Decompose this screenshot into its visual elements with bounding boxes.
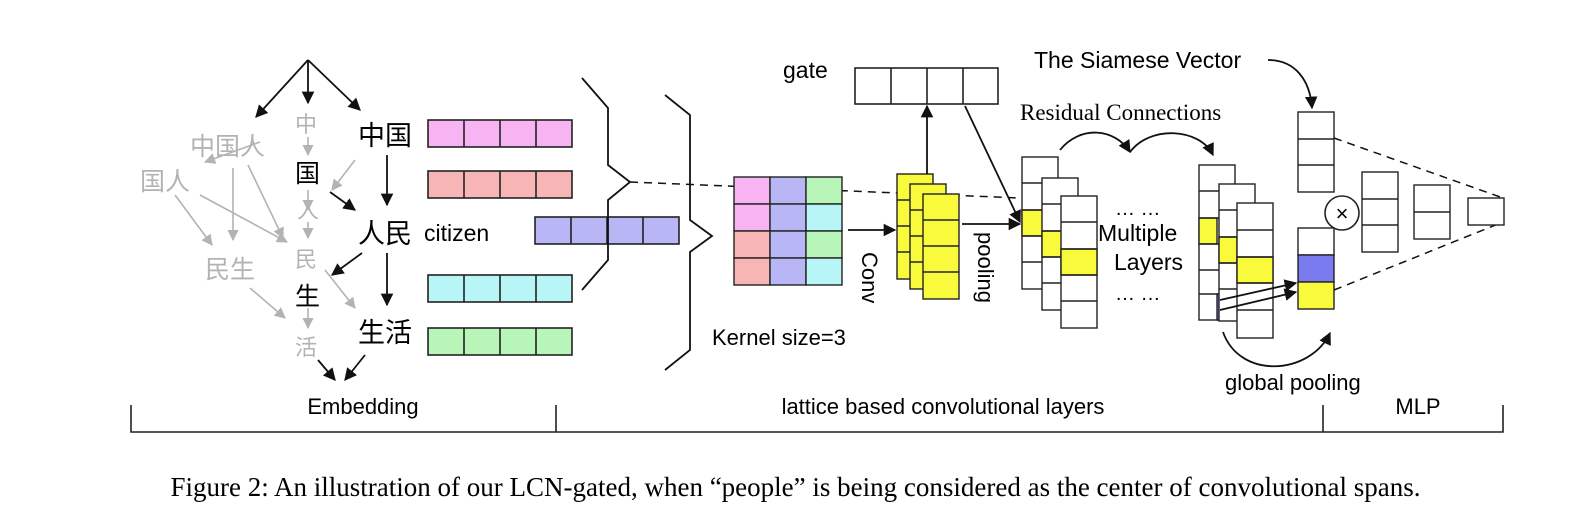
faded-word: 民生 — [205, 255, 255, 284]
multiple-label: Multiple — [1098, 220, 1177, 246]
residual-arrow-2 — [1129, 132, 1214, 157]
layer-stack-1 — [1021, 156, 1098, 329]
dots-bottom: … … — [1115, 283, 1161, 305]
section-mlp: MLP — [1395, 394, 1440, 419]
citizen-label: citizen — [424, 220, 489, 246]
faded-arrows — [174, 137, 356, 330]
dots-top: … … — [1115, 198, 1161, 220]
lattice-word-shenghuo: 生活 — [358, 318, 412, 349]
faded-word: 民 — [295, 248, 317, 273]
siamese-arrow — [1267, 59, 1318, 110]
embedding-vectors — [427, 119, 680, 356]
section-embedding: Embedding — [307, 394, 418, 419]
arrow-to-pooled-top — [1219, 279, 1298, 301]
lattice-word-guo: 国 — [295, 159, 320, 188]
global-pooling-arrow — [1222, 331, 1331, 368]
section-conv-layers: lattice based convolutional layers — [782, 394, 1105, 419]
siamese-vector — [1297, 111, 1335, 193]
mlp-layer-1 — [1361, 171, 1399, 253]
faded-word: 中 — [295, 113, 317, 138]
pooling-label: pooling — [973, 232, 998, 303]
faded-word: 人 — [297, 199, 319, 224]
residual-arrow-1 — [1059, 131, 1131, 154]
lattice-word-sheng: 生 — [295, 282, 320, 311]
pooled-vector — [1297, 227, 1335, 310]
arrow-gate-to-pooling — [964, 105, 1021, 224]
active-arrows — [317, 155, 394, 381]
faded-word: 活 — [295, 336, 317, 361]
residual-label: Residual Connections — [1020, 100, 1221, 125]
kernel-size-label: Kernel size=3 — [712, 325, 846, 350]
embedding-vector-green — [427, 327, 573, 356]
faded-word: 中国人 — [190, 132, 265, 161]
global-pooling-label: global pooling — [1225, 370, 1361, 395]
root-arrows — [255, 59, 361, 118]
arrow-to-pooled-bottom — [1219, 288, 1298, 311]
mlp-layer-2 — [1413, 184, 1451, 240]
embedding-vector-cyan — [427, 274, 573, 303]
large-brace — [664, 94, 714, 371]
small-brace — [581, 77, 632, 291]
siamese-label: The Siamese Vector — [1034, 47, 1241, 73]
svg-text:×: × — [1336, 201, 1349, 226]
lattice-word-zhongguo: 中国 — [358, 121, 412, 152]
mlp-dash-top — [1333, 137, 1504, 199]
gate-vector — [854, 67, 999, 105]
lattice-word-renmin: 人民 — [358, 219, 412, 250]
gate-label: gate — [783, 57, 828, 83]
lattice-graph: 中国人 中 国人 人 民生 民 活 中国 国 人民 生 生活 citizen — [140, 59, 489, 381]
embedding-vector-red — [427, 170, 573, 199]
embedding-vector-blue — [534, 216, 680, 245]
conv-label: Conv — [857, 252, 882, 303]
mlp-output — [1467, 197, 1505, 226]
conv-feature-stack — [896, 173, 960, 300]
kernel-grid — [733, 176, 843, 286]
embedding-vector-pink — [427, 119, 573, 148]
section-bracket — [130, 405, 1504, 433]
times-operator: × — [1324, 195, 1360, 231]
figure-caption: Figure 2: An illustration of our LCN-gat… — [170, 472, 1421, 502]
faded-word: 国人 — [140, 167, 190, 196]
layers-label: Layers — [1114, 249, 1183, 275]
mlp-dash-bottom — [1333, 221, 1504, 291]
layer-stack-final — [1198, 164, 1274, 339]
